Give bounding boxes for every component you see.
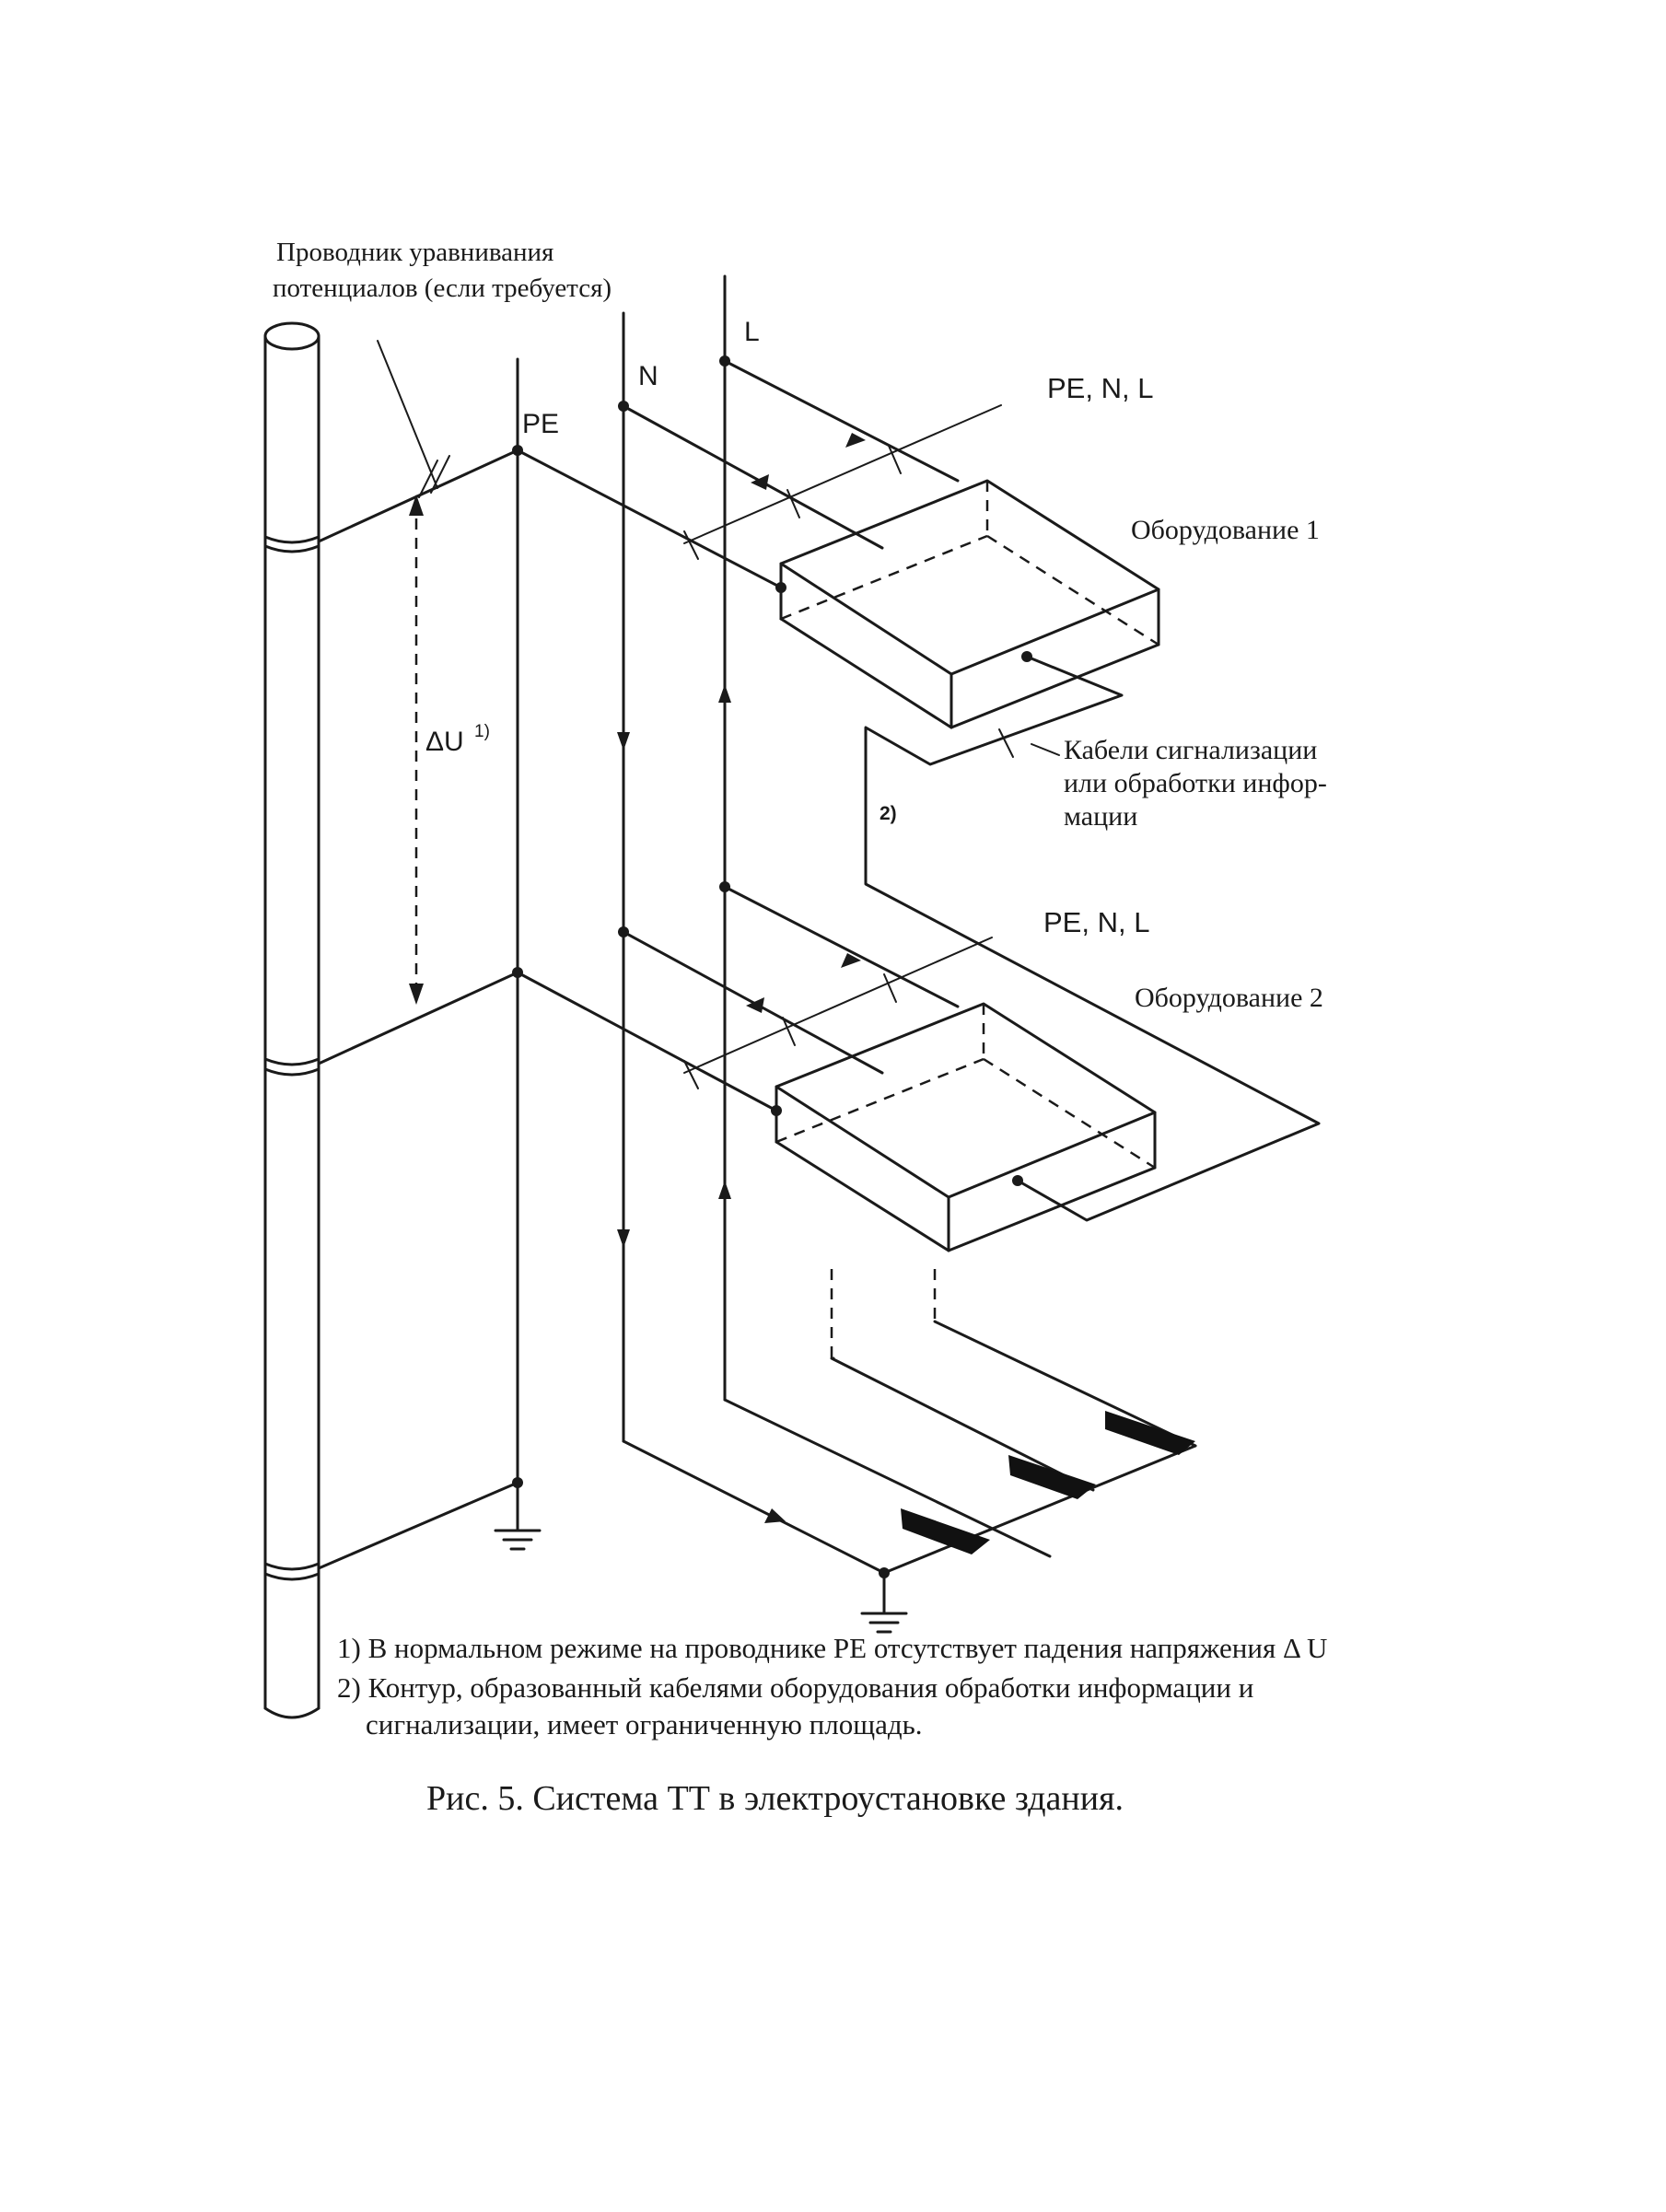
cables-label-line2: или обработки инфор-	[1064, 768, 1327, 798]
footnote-1: 1) В нормальном режиме на проводнике PE …	[337, 1632, 1327, 1664]
delta-u-dimension	[409, 495, 424, 1005]
pe-n-l-label-top: PE, N, L	[1047, 372, 1153, 404]
l-conductor	[718, 274, 731, 1402]
n-conductor	[617, 311, 630, 1443]
equipment-2-box	[771, 1002, 1157, 1252]
earth-electrode-system	[622, 1269, 1197, 1578]
n-label: N	[638, 361, 658, 391]
note-ref-2: 2)	[880, 803, 897, 824]
cables-label-line1: Кабели сигнализации	[1064, 735, 1317, 765]
equalization-label-line2: потенциалов (если требуется)	[273, 274, 612, 303]
ground-symbol-pe	[494, 1504, 542, 1551]
cables-label-line3: мации	[1064, 801, 1137, 832]
footnote-2-line2: сигнализации, имеет ограниченную площадь…	[366, 1708, 923, 1740]
equipment-1-feeds	[516, 359, 1002, 589]
equipment-1-box	[775, 479, 1160, 729]
equipment-2-feeds	[516, 885, 993, 1112]
signal-cable-loop	[864, 655, 1321, 1222]
footnote-2-line1: 2) Контур, образованный кабелями оборудо…	[337, 1671, 1253, 1704]
equipment-1-label: Оборудование 1	[1131, 515, 1320, 545]
delta-u-label: ΔU	[425, 727, 464, 757]
equalization-conductors	[317, 340, 519, 1570]
building-column	[263, 321, 320, 1719]
equalization-label-line1: Проводник уравнивания	[276, 238, 553, 267]
equipment-2-label: Оборудование 2	[1135, 983, 1323, 1013]
pe-conductor	[512, 357, 523, 1508]
delta-u-superscript: 1)	[474, 722, 490, 741]
ground-symbol-electrode	[860, 1571, 908, 1634]
pe-label: PE	[522, 409, 559, 439]
l-label: L	[744, 317, 760, 347]
figure-caption: Рис. 5. Система ТТ в электроустановке зд…	[426, 1779, 1124, 1818]
pe-n-l-label-bottom: PE, N, L	[1043, 906, 1149, 938]
